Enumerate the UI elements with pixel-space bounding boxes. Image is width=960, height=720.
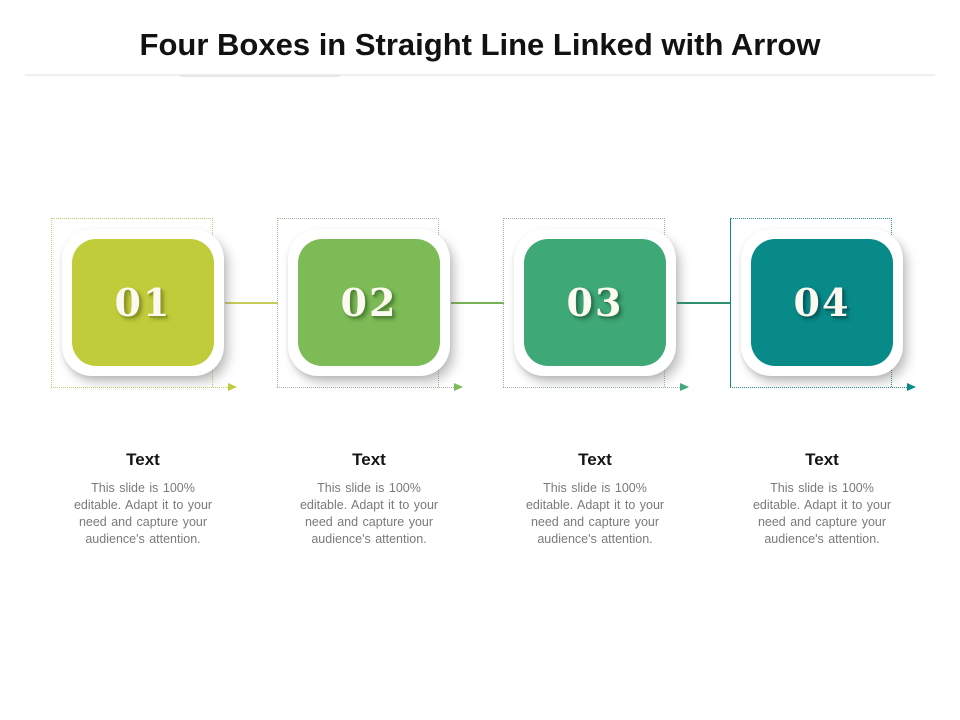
arrow-right-icon [907, 383, 916, 391]
step-number: 03 [566, 280, 624, 325]
title-divider-line [25, 74, 935, 76]
description-line: This slide is 100% [770, 481, 874, 495]
description-line: editable. Adapt it to your [752, 498, 892, 512]
dotted-tail-line [51, 387, 228, 388]
description-line: need and capture your [304, 515, 434, 529]
step-box-fill: 04 [751, 239, 893, 366]
title-divider-overlap-line [180, 75, 340, 77]
arrow-right-icon [680, 383, 689, 391]
page-title: Four Boxes in Straight Line Linked with … [139, 27, 821, 62]
step-heading: Text [805, 450, 839, 469]
step-heading: Text [578, 450, 612, 469]
step-description: This slide is 100% editable. Adapt it to… [284, 480, 454, 548]
step-text-block-4: Text This slide is 100% editable. Adapt … [737, 450, 907, 548]
dotted-tail-line [277, 387, 454, 388]
description-line: This slide is 100% [543, 481, 647, 495]
description-line: need and capture your [530, 515, 660, 529]
step-number: 04 [793, 280, 851, 325]
step-unit-4: 04 [730, 218, 956, 398]
step-box: 03 [514, 229, 676, 376]
description-line: editable. Adapt it to your [525, 498, 665, 512]
step-number: 02 [340, 280, 398, 325]
dotted-tail-line [730, 387, 907, 388]
arrow-right-icon [454, 383, 463, 391]
description-line: This slide is 100% [317, 481, 421, 495]
description-line: need and capture your [78, 515, 208, 529]
description-line: editable. Adapt it to your [73, 498, 213, 512]
step-description: This slide is 100% editable. Adapt it to… [58, 480, 228, 548]
step-unit-1: 01 [51, 218, 278, 398]
description-line: audience's attention. [764, 532, 880, 546]
step-description: This slide is 100% editable. Adapt it to… [510, 480, 680, 548]
step-unit-2: 02 [277, 218, 504, 398]
dotted-tail-line [503, 387, 680, 388]
step-box: 01 [62, 229, 224, 376]
description-line: This slide is 100% [91, 481, 195, 495]
step-heading: Text [126, 450, 160, 469]
step-box-fill: 03 [524, 239, 666, 366]
step-heading: Text [352, 450, 386, 469]
description-line: audience's attention. [85, 532, 201, 546]
connector-line [225, 302, 278, 304]
step-text-block-3: Text This slide is 100% editable. Adapt … [510, 450, 680, 548]
step-box-fill: 02 [298, 239, 440, 366]
arrow-right-icon [228, 383, 237, 391]
description-line: audience's attention. [311, 532, 427, 546]
description-line: editable. Adapt it to your [299, 498, 439, 512]
step-text-block-2: Text This slide is 100% editable. Adapt … [284, 450, 454, 548]
connector-line [451, 302, 504, 304]
step-unit-3: 03 [503, 218, 730, 398]
step-box-fill: 01 [72, 239, 214, 366]
step-number: 01 [114, 280, 172, 325]
step-box: 02 [288, 229, 450, 376]
connector-line [677, 302, 730, 304]
description-line: need and capture your [757, 515, 887, 529]
step-box: 04 [741, 229, 903, 376]
description-line: audience's attention. [537, 532, 653, 546]
step-description: This slide is 100% editable. Adapt it to… [737, 480, 907, 548]
step-text-block-1: Text This slide is 100% editable. Adapt … [58, 450, 228, 548]
